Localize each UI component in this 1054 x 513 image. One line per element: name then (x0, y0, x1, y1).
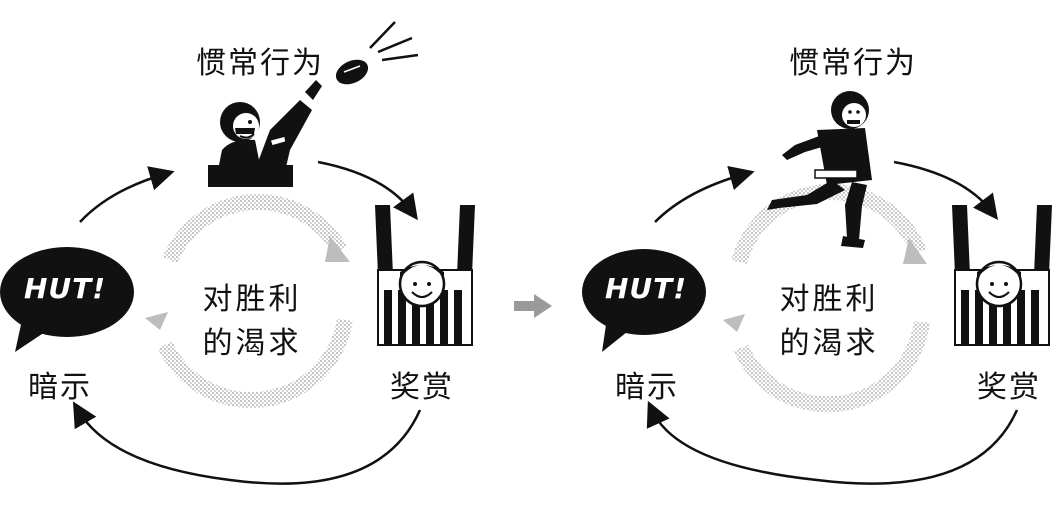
arrow-cue-to-habit (80, 174, 165, 222)
running-player-icon (767, 91, 872, 248)
arrow-reward-to-cue (78, 410, 420, 484)
arrow-habit-to-reward (318, 162, 412, 212)
habit-label: 惯常行为 (196, 38, 324, 82)
reward-label: 奖赏 (977, 362, 1041, 406)
reward-label: 奖赏 (390, 362, 454, 406)
cue-label: 暗示 (615, 362, 679, 406)
referee-touchdown-icon (375, 205, 475, 345)
craving-text: 对胜利 的渴求 (182, 278, 322, 366)
football-icon (332, 22, 418, 89)
cue-label: 暗示 (28, 362, 92, 406)
craving-text: 对胜利 的渴求 (759, 278, 899, 366)
bubble-text: HUT! (605, 272, 687, 305)
referee-touchdown-icon (952, 205, 1052, 345)
arrow-cue-to-habit (655, 174, 745, 222)
habit-loop-panel-left: 惯常行为 暗示 奖赏 对胜利 的渴求 HUT! (0, 0, 527, 513)
craving-line-2: 的渴求 (759, 322, 899, 366)
bubble-text: HUT! (24, 272, 106, 305)
arrow-habit-to-reward (894, 162, 992, 212)
craving-line-1: 对胜利 (759, 278, 899, 322)
craving-line-2: 的渴求 (182, 322, 322, 366)
habit-label: 惯常行为 (789, 38, 917, 82)
ball-throw-player-icon (208, 80, 322, 187)
habit-loop-panel-right: 惯常行为 暗示 奖赏 对胜利 的渴求 HUT! (527, 0, 1054, 513)
craving-line-1: 对胜利 (182, 278, 322, 322)
arrow-reward-to-cue (652, 410, 1017, 484)
